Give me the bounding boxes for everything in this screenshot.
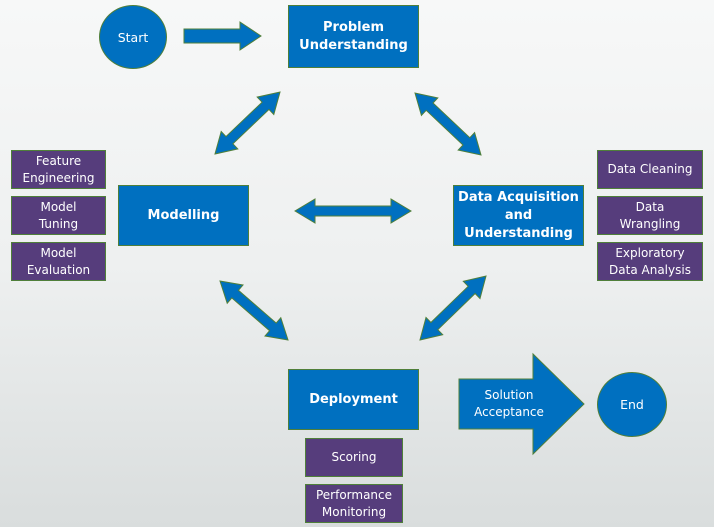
- modelling-problem-arrow: [214, 91, 281, 155]
- problem-label-1: Problem: [323, 19, 384, 35]
- task-data-cleaning[interactable]: Data Cleaning: [597, 150, 703, 189]
- modelling-node[interactable]: Modelling: [118, 185, 249, 246]
- data-acq-label-3: Understanding: [464, 225, 573, 241]
- solution-label-2: Acceptance: [474, 405, 544, 419]
- task-scoring[interactable]: Scoring: [305, 438, 403, 477]
- task-label: Model: [40, 245, 77, 260]
- task-label: Exploratory: [615, 245, 685, 260]
- task-model-evaluation[interactable]: Model Evaluation: [11, 242, 106, 281]
- end-label: End: [620, 397, 644, 412]
- task-label: Model: [40, 199, 77, 214]
- problem-data-arrow: [414, 92, 482, 156]
- task-label: Wrangling: [619, 216, 681, 231]
- problem-label-2: Understanding: [299, 37, 408, 53]
- start-label: Start: [117, 29, 149, 45]
- solution-acceptance-arrow: [458, 352, 585, 456]
- task-label: Engineering: [22, 170, 95, 185]
- data-acquisition-node[interactable]: Data Acquisition and Understanding: [453, 185, 584, 246]
- task-performance-monitoring[interactable]: Performance Monitoring: [305, 484, 403, 523]
- data-acq-label-1: Data Acquisition: [458, 189, 579, 205]
- task-label: Data: [635, 199, 665, 214]
- problem-understanding-node[interactable]: Problem Understanding: [288, 5, 419, 68]
- task-model-tuning[interactable]: Model Tuning: [11, 196, 106, 235]
- solution-label-1: Solution: [484, 388, 534, 402]
- task-label: Feature: [35, 153, 82, 168]
- task-data-wrangling[interactable]: Data Wrangling: [597, 196, 703, 235]
- deployment-node[interactable]: Deployment: [288, 369, 419, 430]
- task-label: Evaluation: [26, 262, 91, 277]
- end-node[interactable]: End: [597, 372, 667, 437]
- data-acq-label-2: and: [504, 207, 533, 223]
- task-label: Tuning: [38, 216, 79, 231]
- task-label: Monitoring: [321, 504, 387, 519]
- solution-acceptance-label: Solution Acceptance: [466, 387, 552, 421]
- task-label: Data Analysis: [609, 262, 691, 277]
- start-to-problem-arrow: [183, 21, 262, 51]
- task-label: Performance: [315, 487, 393, 502]
- data-deployment-arrow: [419, 275, 487, 341]
- task-feature-engineering[interactable]: Feature Engineering: [11, 150, 106, 189]
- task-label: Scoring: [331, 450, 377, 464]
- deployment-label: Deployment: [309, 391, 398, 407]
- task-exploratory-data-analysis[interactable]: Exploratory Data Analysis: [597, 242, 703, 281]
- modelling-data-arrow: [294, 198, 412, 224]
- modelling-label: Modelling: [147, 207, 220, 223]
- task-label: Data Cleaning: [607, 162, 693, 176]
- modelling-deployment-arrow: [219, 280, 289, 341]
- start-node[interactable]: Start: [99, 5, 167, 69]
